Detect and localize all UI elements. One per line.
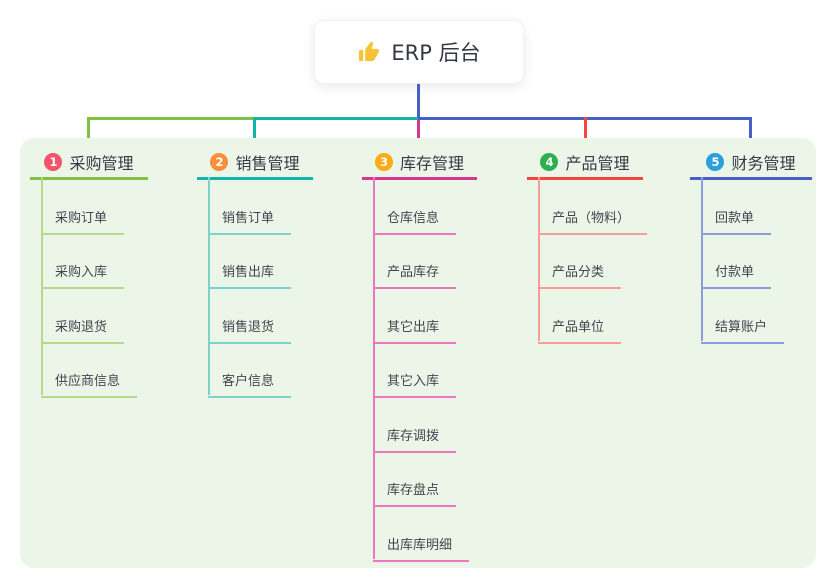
child-node-label: 采购退货 — [41, 316, 125, 344]
child-node-label: 产品（物料） — [538, 207, 648, 235]
child-node-label: 库存盘点 — [373, 479, 457, 507]
branch-inventory: 3 库存管理 仓库信息产品库存其它出库其它入库库存调拨库存盘点出库库明细 — [362, 150, 477, 562]
branch-trunk-line — [538, 177, 540, 341]
branch-label: 产品管理 — [565, 154, 630, 173]
branch-product: 4 产品管理 产品（物料） 产品分类产品单位 — [527, 150, 648, 344]
child-node[interactable]: 销售退货 — [197, 289, 313, 344]
branch-trunk-line — [41, 177, 43, 395]
elbow-line-sales — [253, 117, 256, 144]
branch-children-list: 销售订单销售出库销售退货客户信息 — [197, 180, 313, 398]
child-node[interactable]: 回款单 — [690, 180, 812, 235]
branch-node-purchase[interactable]: 1 采购管理 — [30, 150, 148, 180]
branch-trunk-line — [373, 177, 375, 559]
branch-children-list: 产品（物料） 产品分类产品单位 — [527, 180, 648, 344]
child-node[interactable]: 销售出库 — [197, 235, 313, 289]
child-node-label: 采购订单 — [41, 207, 125, 235]
child-node-label: 产品库存 — [373, 261, 457, 289]
branch-trunk-line — [701, 177, 703, 341]
branch-children-list: 仓库信息产品库存其它出库其它入库库存调拨库存盘点出库库明细 — [362, 180, 477, 562]
root-stem-line — [417, 84, 420, 120]
elbow-line-purchase — [87, 117, 90, 144]
child-node-label: 采购入库 — [41, 261, 125, 289]
child-node-label: 供应商信息 — [41, 370, 138, 398]
root-node-label: ERP 后台 — [391, 41, 481, 65]
child-node[interactable]: 产品分类 — [527, 235, 643, 289]
elbow-line-finance — [749, 117, 752, 144]
child-node[interactable]: 产品库存 — [362, 235, 477, 289]
branch-node-inventory[interactable]: 3 库存管理 — [362, 150, 477, 180]
branch-label: 销售管理 — [235, 154, 300, 173]
branch-number-badge: 4 — [540, 153, 559, 171]
branch-node-finance[interactable]: 5 财务管理 — [690, 150, 812, 180]
child-node-label: 产品单位 — [538, 316, 622, 344]
branch-children-list: 回款单付款单结算账户 — [690, 180, 812, 344]
child-node[interactable]: 付款单 — [690, 235, 812, 289]
branch-node-product[interactable]: 4 产品管理 — [527, 150, 643, 180]
branch-label: 采购管理 — [69, 154, 134, 173]
branch-sales: 2 销售管理 销售订单销售出库销售退货客户信息 — [197, 150, 313, 398]
child-node[interactable]: 其它出库 — [362, 289, 477, 344]
branch-purchase: 1 采购管理 采购订单采购入库采购退货供应商信息 — [30, 150, 148, 398]
child-node-label: 销售退货 — [208, 316, 292, 344]
branch-number-badge: 3 — [374, 153, 393, 171]
top-link-mid-line — [254, 117, 418, 120]
child-node-label: 回款单 — [701, 207, 772, 235]
child-node-label: 销售出库 — [208, 261, 292, 289]
child-node[interactable]: 出库库明细 — [362, 507, 477, 562]
child-node[interactable]: 采购退货 — [30, 289, 148, 344]
root-node[interactable]: ERP 后台 — [314, 20, 524, 84]
branch-number-badge: 5 — [706, 153, 725, 171]
branch-label: 财务管理 — [731, 154, 796, 173]
top-link-left-line — [87, 117, 254, 120]
child-node-label: 结算账户 — [701, 316, 785, 344]
branch-finance: 5 财务管理 回款单付款单结算账户 — [690, 150, 812, 344]
branch-node-sales[interactable]: 2 销售管理 — [197, 150, 313, 180]
child-node-label: 其它入库 — [373, 370, 457, 398]
child-node-label: 库存调拨 — [373, 425, 457, 453]
child-node[interactable]: 采购入库 — [30, 235, 148, 289]
child-node[interactable]: 仓库信息 — [362, 180, 477, 235]
child-node-label: 仓库信息 — [373, 207, 457, 235]
child-node[interactable]: 客户信息 — [197, 344, 313, 398]
branch-number-badge: 1 — [44, 153, 63, 171]
child-node[interactable]: 销售订单 — [197, 180, 313, 235]
child-node-label: 客户信息 — [208, 370, 292, 398]
child-node-label: 销售订单 — [208, 207, 292, 235]
child-node[interactable]: 产品单位 — [527, 289, 643, 344]
child-node[interactable]: 库存调拨 — [362, 398, 477, 453]
child-node[interactable]: 库存盘点 — [362, 453, 477, 507]
child-node-label: 产品分类 — [538, 261, 622, 289]
branch-number-badge: 2 — [210, 153, 229, 171]
child-node[interactable]: 采购订单 — [30, 180, 148, 235]
thumbs-up-icon — [357, 40, 381, 64]
mindmap-canvas-panel — [20, 138, 816, 568]
child-node[interactable]: 供应商信息 — [30, 344, 148, 398]
child-node-label: 其它出库 — [373, 316, 457, 344]
child-node[interactable]: 其它入库 — [362, 344, 477, 398]
child-node-label: 付款单 — [701, 261, 772, 289]
child-node[interactable]: 产品（物料） — [527, 180, 648, 235]
branch-trunk-line — [208, 177, 210, 395]
child-node-label: 出库库明细 — [373, 534, 470, 562]
elbow-line-inventory — [417, 120, 420, 143]
branch-label: 库存管理 — [399, 154, 464, 173]
branch-children-list: 采购订单采购入库采购退货供应商信息 — [30, 180, 148, 398]
elbow-line-product — [584, 117, 587, 144]
child-node[interactable]: 结算账户 — [690, 289, 812, 344]
